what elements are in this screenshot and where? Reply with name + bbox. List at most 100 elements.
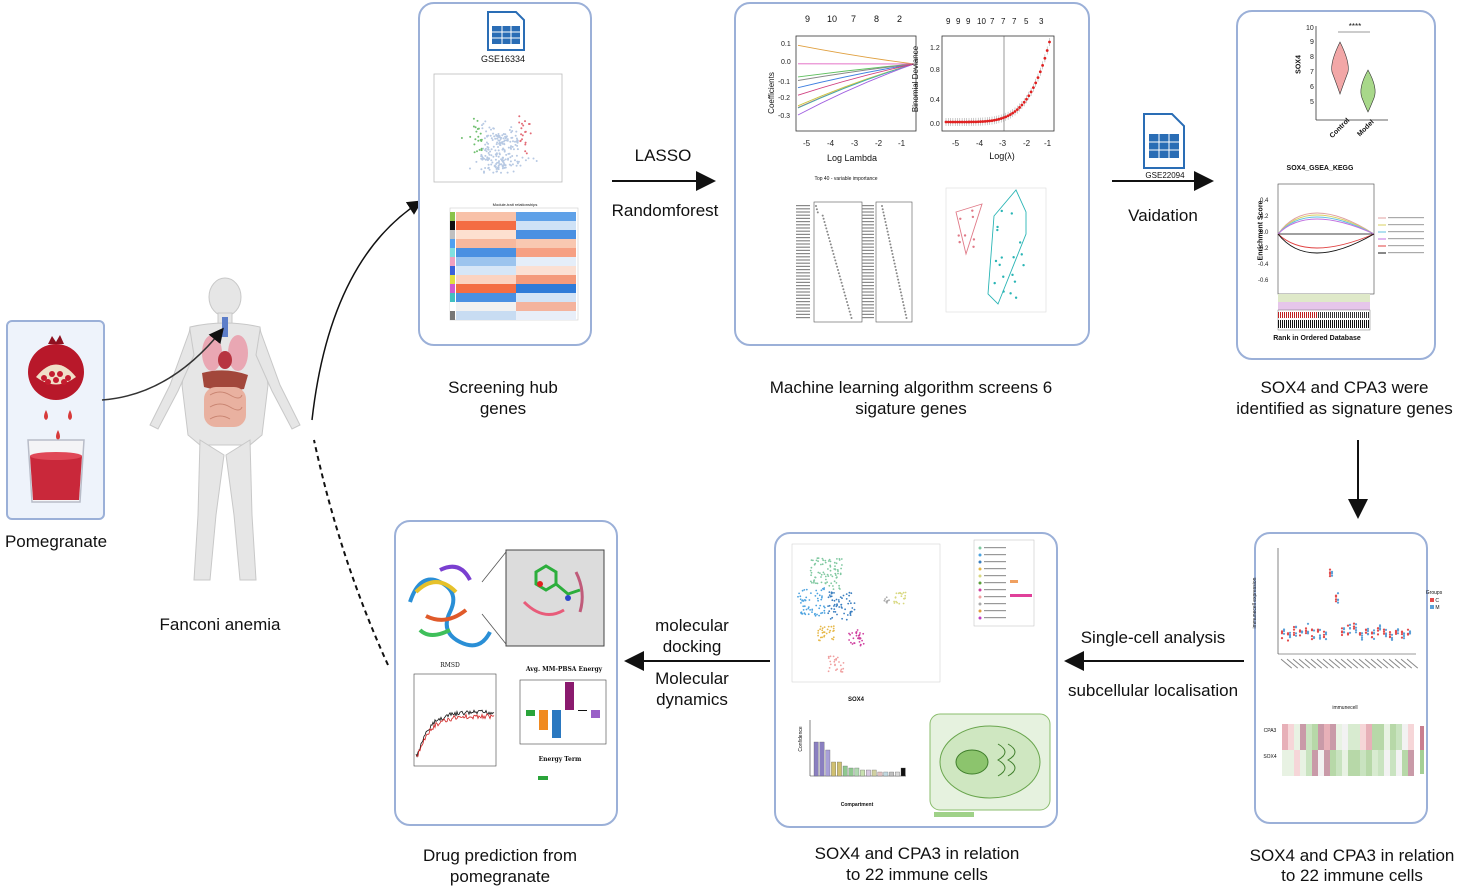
corr-cell	[1366, 750, 1372, 776]
immune-axis-label	[1323, 659, 1334, 669]
cv-point	[1023, 101, 1026, 104]
heatmap-cell	[516, 230, 576, 239]
heatmap-cell	[456, 302, 516, 311]
rank-tick	[1298, 312, 1299, 318]
svg-text:0.8: 0.8	[930, 67, 940, 74]
umap-point	[829, 565, 831, 567]
umap-point	[851, 611, 853, 613]
volcano-point	[505, 158, 507, 160]
immune-point-c	[1323, 636, 1325, 638]
volcano-point	[515, 144, 517, 146]
volcano-point	[492, 172, 494, 174]
rf-gene-label	[796, 275, 810, 276]
rf-point	[846, 301, 848, 303]
corr-cell	[1396, 724, 1402, 750]
rank-tick	[1336, 320, 1337, 328]
pca-point	[958, 241, 960, 243]
rf-point	[883, 215, 885, 217]
volcano-point	[493, 128, 495, 130]
immune-point-c	[1353, 623, 1355, 625]
rank-tick	[1288, 312, 1289, 318]
rf-point	[825, 227, 827, 229]
gsea-legend-text	[1388, 252, 1424, 253]
gsea-legend-text	[1388, 238, 1424, 239]
rf-gene-label	[862, 237, 874, 238]
pca-point	[993, 282, 995, 284]
cv-point	[1011, 112, 1014, 115]
umap-point	[834, 664, 836, 666]
rf-gene-label	[862, 307, 874, 308]
umap-point	[846, 593, 848, 595]
umap-point	[824, 626, 826, 628]
rf-importance-plot	[796, 202, 912, 322]
umap-point	[822, 558, 824, 560]
umap-point	[843, 662, 845, 664]
immune-point-c	[1353, 626, 1355, 628]
rf-point	[826, 231, 828, 233]
rank-tick	[1306, 320, 1307, 328]
volcano-point	[511, 155, 513, 157]
heatmap-cell	[516, 275, 576, 284]
immune-axis-label	[1359, 659, 1370, 669]
immune-point-c	[1329, 569, 1331, 571]
rank-tick	[1312, 312, 1313, 318]
immune-point-c	[1293, 634, 1295, 636]
umap-point	[859, 641, 861, 643]
umap-point	[835, 669, 837, 671]
volcano-point	[515, 135, 517, 137]
rf-point	[896, 275, 898, 277]
rank-tick	[1346, 312, 1347, 318]
umap-point	[810, 570, 812, 572]
immune-point-m	[1391, 634, 1393, 636]
umap-point	[834, 600, 836, 602]
volcano-point	[505, 137, 507, 139]
rank-tick	[1284, 320, 1285, 328]
umap-point	[829, 661, 831, 663]
immune-panel	[1254, 532, 1428, 824]
umap-point	[817, 635, 819, 637]
volcano-point	[489, 151, 491, 153]
volcano-point	[517, 162, 519, 164]
umap-point	[828, 656, 830, 658]
module-color-swatch	[450, 230, 455, 239]
volcano-point	[484, 155, 486, 157]
rf-point	[891, 250, 893, 252]
cluster-name	[984, 589, 1006, 590]
corr-cell	[1348, 724, 1354, 750]
volcano-point	[507, 159, 509, 161]
immune-point-m	[1307, 631, 1309, 633]
energy-title: Avg. MM-PBSA Energy	[514, 666, 614, 674]
rf-point	[834, 259, 836, 261]
rf-point	[840, 279, 842, 281]
volcano-point	[505, 167, 507, 169]
umap-point	[830, 655, 832, 657]
svg-text:-5: -5	[952, 139, 960, 148]
umap-point	[820, 564, 822, 566]
rf-point	[830, 243, 832, 245]
immune-point-m	[1349, 624, 1351, 626]
umap-point	[901, 595, 903, 597]
rank-tick	[1340, 312, 1341, 318]
screening-heatmap-title: Module-trait relationships	[470, 202, 560, 207]
rf-point	[835, 263, 837, 265]
immune-axis-label	[1287, 659, 1298, 669]
umap-point	[831, 599, 833, 601]
volcano-point	[518, 161, 520, 163]
compartment-bar	[872, 770, 876, 776]
rank-tick	[1328, 312, 1329, 318]
volcano-point	[487, 148, 489, 150]
volcano-point	[498, 160, 500, 162]
immune-axis-label	[1347, 659, 1358, 669]
rf-title: Top 40 - variable importance	[796, 176, 896, 183]
volcano-point	[490, 129, 492, 131]
heatmap-cell	[516, 239, 576, 248]
svg-text:-4: -4	[827, 139, 835, 148]
rf-gene-label	[862, 215, 874, 216]
immune-point-c	[1371, 636, 1373, 638]
umap-point	[815, 605, 817, 607]
umap-point	[798, 593, 800, 595]
rf-gene-label	[862, 221, 874, 222]
pca-point	[1009, 292, 1011, 294]
rf-point	[848, 307, 850, 309]
corr-scale	[1420, 742, 1424, 750]
